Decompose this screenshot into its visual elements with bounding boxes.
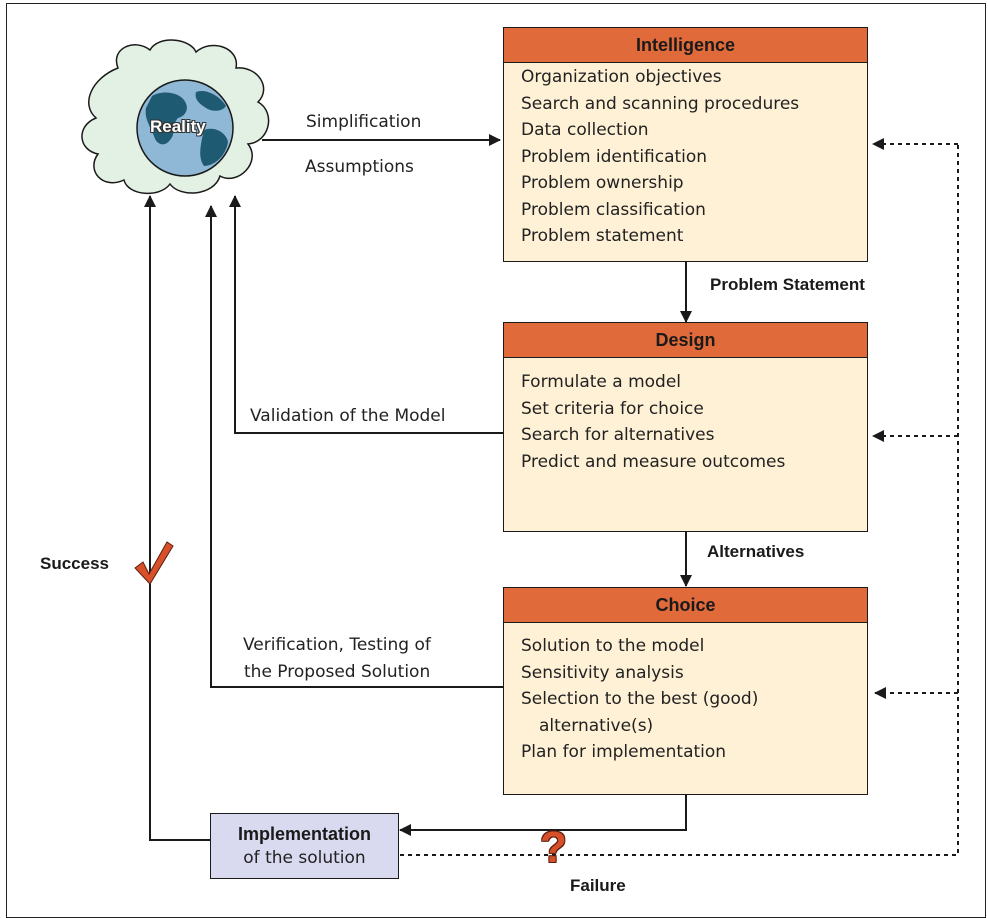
- implementation-subtitle: of the solution: [243, 848, 366, 868]
- implementation-title: Implementation: [237, 824, 371, 844]
- failure-question-icon: ?: [540, 823, 567, 872]
- choice-to-implementation-arrow: [399, 795, 687, 836]
- assumptions-label: Assumptions: [305, 157, 414, 177]
- list-item: Predict and measure outcomes: [521, 451, 786, 472]
- validation-arrow: [229, 195, 504, 434]
- list-item: Plan for implementation: [521, 742, 727, 762]
- design-title: Design: [504, 323, 867, 358]
- success-check-icon: [134, 541, 174, 585]
- list-item: Problem statement: [521, 226, 684, 246]
- list-item: Formulate a model: [521, 372, 682, 392]
- list-item: Solution to the model: [521, 636, 705, 656]
- design-box: Design Formulate a model Set criteria fo…: [503, 322, 868, 532]
- list-item: Search for alternatives: [521, 425, 715, 445]
- reality-label: Reality: [150, 117, 206, 136]
- list-item: Data collection: [521, 120, 649, 140]
- list-item: Sensitivity analysis: [521, 662, 684, 683]
- list-item: alternative(s): [539, 715, 654, 736]
- problem-statement-label: Problem Statement: [710, 275, 865, 294]
- list-item: Problem identification: [521, 146, 708, 167]
- verification-arrow: [205, 205, 504, 688]
- choice-items: Solution to the model Sensitivity analys…: [504, 623, 867, 766]
- intelligence-box: Intelligence Organization objectives Sea…: [503, 27, 868, 262]
- list-item: Problem classification: [521, 199, 706, 220]
- verification-label-line2: the Proposed Solution: [244, 662, 431, 682]
- list-item: Problem ownership: [521, 173, 684, 193]
- failure-label: Failure: [570, 876, 626, 895]
- validation-label: Validation of the Model: [250, 406, 446, 426]
- choice-title: Choice: [504, 588, 867, 623]
- implementation-box: Implementation of the solution: [210, 813, 399, 879]
- list-item: Organization objectives: [521, 67, 722, 87]
- success-arrow: [144, 195, 210, 841]
- success-label: Success: [40, 554, 109, 573]
- alternatives-label: Alternatives: [707, 542, 805, 561]
- list-item: Selection to the best (good): [521, 689, 759, 709]
- simplification-label: Simplification: [306, 112, 422, 132]
- design-items: Formulate a model Set criteria for choic…: [504, 358, 867, 475]
- list-item: Set criteria for choice: [521, 398, 704, 419]
- intelligence-title: Intelligence: [504, 28, 867, 63]
- globe-icon: [136, 79, 234, 177]
- choice-box: Choice Solution to the model Sensitivity…: [503, 587, 868, 795]
- list-item: Search and scanning procedures: [521, 93, 800, 114]
- intelligence-items: Organization objectives Search and scann…: [504, 63, 867, 250]
- verification-label-line1: Verification, Testing of: [243, 635, 431, 655]
- failure-feedback-path: [400, 138, 959, 856]
